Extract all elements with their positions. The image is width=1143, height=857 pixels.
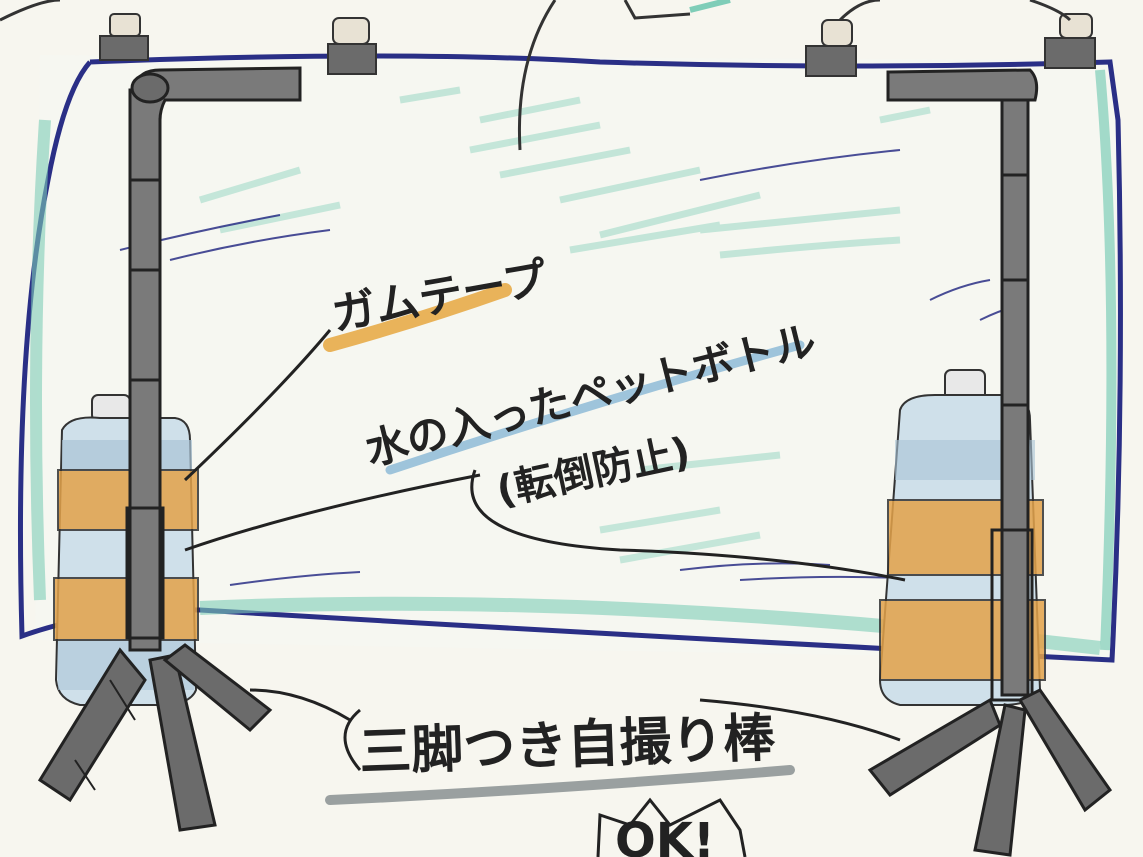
clips <box>0 0 1096 151</box>
clip-icon <box>805 19 857 77</box>
selfie-label-bracket <box>343 708 362 771</box>
label-ok: OK! <box>615 813 715 857</box>
ok-bubble <box>596 797 747 857</box>
right-water-bottle <box>878 369 1046 706</box>
right-stand <box>867 68 1113 857</box>
right-tripod-legs <box>867 688 1113 857</box>
label-selfie-stick: 三脚つき自撮り棒 <box>358 708 777 783</box>
clip-icon <box>1044 13 1096 69</box>
highlight-selfie-stick <box>325 765 795 805</box>
backdrop-texture <box>198 86 931 564</box>
leader-selfie-left <box>249 688 351 722</box>
clip-icon <box>327 17 377 75</box>
highlight-water-bottle <box>385 340 805 475</box>
left-stand <box>37 66 302 832</box>
leader-bottle-right <box>470 469 906 582</box>
left-tripod-legs <box>37 643 273 832</box>
clip-icon <box>99 13 149 61</box>
backdrop-wrinkles <box>119 149 1021 586</box>
leader-selfie-right <box>699 698 901 742</box>
leader-lines <box>183 329 906 857</box>
leader-gaffer-tape <box>183 329 332 482</box>
leader-bottle-left <box>184 473 481 552</box>
highlight-gaffer-tape <box>323 283 512 352</box>
